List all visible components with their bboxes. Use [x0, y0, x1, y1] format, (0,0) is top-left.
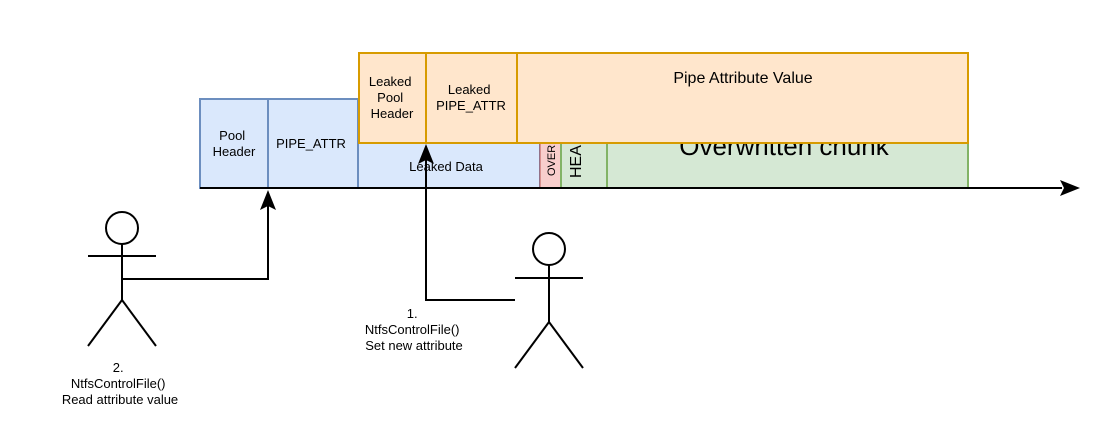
reader-actor-label: 2. NtfsControlFile() Read attribute valu…	[62, 360, 178, 407]
write-arrow-head-icon	[418, 144, 434, 164]
leaked-pipe-attr-text: Leaked PIPE_ATTR	[436, 82, 506, 113]
leaked-data-text: Leaked Data	[409, 159, 483, 174]
leaked-pool-header-block	[358, 52, 427, 144]
over-text: OVER	[546, 145, 558, 176]
pipe-attribute-value-text: Pipe Attribute Value	[673, 70, 812, 87]
pool-header-text: Pool Header	[213, 128, 256, 159]
leaked-pipe-attr-block	[425, 52, 518, 144]
leaked-pool-header-text: Leaked Pool Header	[369, 74, 415, 121]
memory-axis-arrowhead-icon	[1060, 180, 1080, 196]
pool-header-block	[199, 98, 269, 189]
write-arrow-line	[425, 158, 515, 301]
read-arrow-line	[122, 204, 269, 280]
pipe-attr-text: PIPE_ATTR	[276, 136, 346, 151]
hea-text: HEA	[568, 145, 585, 178]
reader-actor-icon	[87, 211, 157, 347]
writer-actor-label: 1. NtfsControlFile() Set new attribute	[365, 306, 463, 353]
pipe-attribute-value-block	[516, 52, 969, 144]
writer-actor-icon	[514, 232, 584, 369]
read-arrow-head-icon	[260, 190, 276, 210]
